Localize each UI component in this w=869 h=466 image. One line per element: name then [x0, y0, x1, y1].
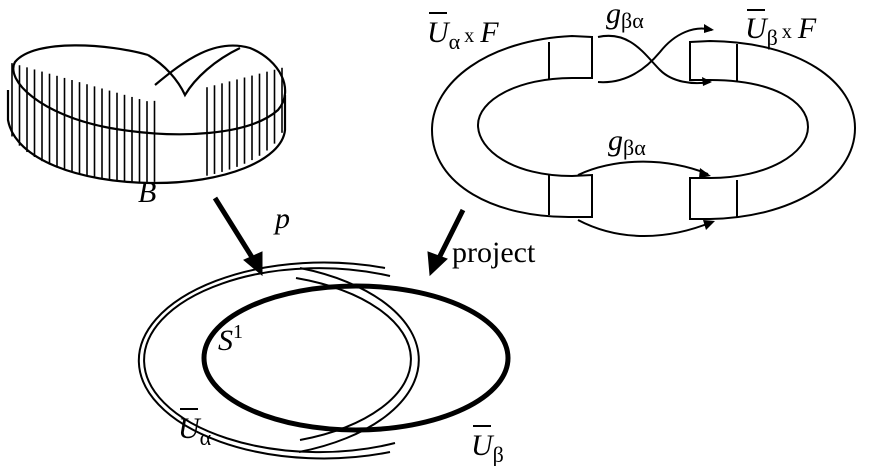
trivialization-diagram: [430, 27, 857, 237]
base-circle-label: S1: [218, 321, 243, 357]
transition-top-arrow-upper: [597, 34, 711, 85]
arrow-p: [212, 196, 263, 277]
svg-text:Uα: Uα: [178, 412, 212, 450]
open-set-alpha-arc-inner: [137, 261, 391, 460]
transition-bottom-label: gβα: [608, 124, 646, 160]
mobius-label: B: [138, 176, 156, 209]
open-set-beta-arc: [298, 267, 420, 453]
arrow-p-label: p: [273, 202, 290, 235]
open-set-beta-label: Uβ: [471, 425, 504, 466]
transition-bottom-arrow-lower: [577, 219, 713, 237]
transition-top-label: gβα: [606, 0, 644, 33]
mobius-hatching: [11, 63, 283, 182]
base-circle-s1: [201, 283, 511, 433]
mobius-twist-edge: [147, 47, 241, 98]
open-set-alpha-arc: [143, 267, 396, 454]
mobius-band: [6, 44, 287, 185]
svg-text:Uβ: Uβ: [471, 429, 504, 466]
transition-bottom-arrow-upper: [577, 160, 709, 176]
arrow-project: [427, 208, 466, 277]
chart-beta-piece: [689, 39, 857, 220]
open-set-beta-arc-inner: [295, 277, 412, 441]
transition-arrowheads: [699, 24, 715, 230]
chart-alpha-piece: [430, 34, 593, 219]
open-set-alpha-label: Uα: [178, 408, 212, 450]
mobius-bottom-edge: [6, 90, 287, 185]
base-circle-group: [137, 261, 511, 460]
transition-top-arrow-lower: [597, 27, 713, 84]
arrow-project-label: project: [452, 236, 536, 269]
mobius-top-edge: [12, 44, 287, 136]
